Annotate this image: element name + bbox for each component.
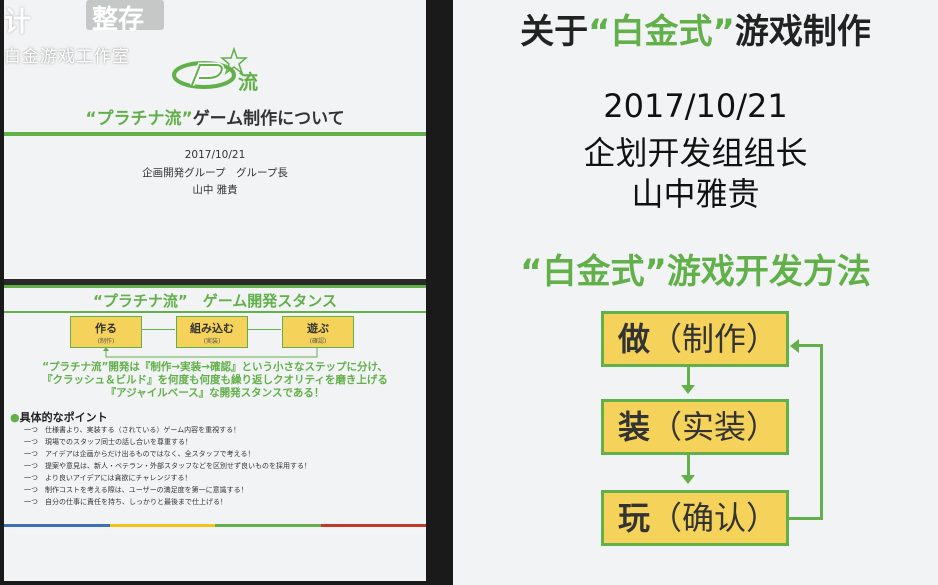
step-sublabel: (確認) [309,338,327,345]
statement-line: “プラチナ流”開発は『制作→実装→確認』という小さなステップに分け、 [42,361,388,373]
arrow-down-icon [687,455,690,475]
right-subtitle: “白金式”游戏开发方法 [520,252,871,292]
slide-bottom-margin [4,533,426,581]
slide-separator [4,279,426,285]
arrow-down-icon [687,367,690,385]
step-sublabel: (実装) [203,338,221,345]
step-label: 作る [95,322,117,335]
watermark-tag-box [86,0,164,30]
point-item: 一つ 現場でのスタッフ同士の話し合いを尊重する！ [24,438,192,446]
divider [4,132,426,136]
watermark-brand: 计 [4,7,31,38]
arrow-down-head-icon [681,385,695,394]
loop-arrow-bottom [789,517,823,520]
step-sublabel: (制作) [97,338,115,345]
arrow-down-head-icon [681,475,695,484]
divider [4,311,426,313]
points-heading: ●具体的なポイント [10,409,108,425]
slide-stance-jp: “プラチナ流” ゲーム開発スタンス 作る (制作) 組み込む (実装) 遊ぶ (… [4,285,426,531]
arrow-right-icon [142,329,175,330]
point-item: 一つ 制作コストを考える際は、ユーザーの満足度を第一に意識する！ [24,486,248,494]
loop-arrow-vertical [820,344,823,520]
step-label: 装 [618,408,651,446]
right-title-post: 游戏制作 [734,12,871,52]
right-date: 2017/10/21 [603,87,788,125]
point-item: 一つ アイデアは企画からだけ出るものではなく、全スタッフで考える！ [24,450,255,458]
right-name: 山中雅贵 [631,175,760,213]
stance-statement: “プラチナ流”開発は『制作→実装→確認』という小さなステップに分け、 『クラッシ… [4,361,426,400]
point-item: 一つ 仕様書より、実装する（されている）ゲーム内容を重視する！ [24,426,241,434]
loop-arrow-icon [103,347,318,358]
slide1-title-quote: “プラチナ流” [85,109,193,129]
stripe-segment [215,524,321,527]
arrow-left-head-icon [790,339,799,353]
step-box-play: 遊ぶ (確認) [282,316,354,348]
point-item: 一つ より良いアイデアには貪欲にチャレンジする！ [24,474,192,482]
platinum-logo: 流 [172,46,258,94]
slide1-name: 山中 雅貴 [192,184,238,196]
stripe-segment [4,524,110,527]
step-box-play: 玩（确认） [601,490,789,546]
step-sublabel: （实装） [650,408,779,446]
points-heading-text: 具体的なポイント [19,411,108,424]
step-sublabel: （确认） [650,499,779,537]
slide1-date: 2017/10/21 [184,149,246,161]
right-title-pre: 关于 [520,12,589,52]
slide2-title: “プラチナ流” ゲーム開発スタンス [93,292,337,310]
right-slide-cn: 关于“白金式”游戏制作 2017/10/21 企划开发组组长 山中雅贵 “白金式… [453,0,938,585]
right-role: 企划开发组组长 [583,134,808,172]
logo-text: 流 [238,70,258,94]
statement-line: 『アジャイルベース』な開発スタンスである！ [105,387,325,399]
step-label: 組み込む [190,322,234,335]
statement-line: 『クラッシュ＆ビルド』を何度も何度も繰り返しクオリティを磨き上げる [42,374,388,386]
loop-arrow-top [798,344,823,347]
color-stripe [4,524,426,527]
point-item: 一つ 自分の仕事に責任を持ち、しっかりと最後まで仕上げる！ [24,498,227,506]
watermark-tag: 整存 [92,5,145,35]
slide1-role: 企画開発グループ グループ長 [142,167,288,179]
point-item: 一つ 提案や意見は、新人・ベテラン・外部スタッフなどを区別せず良いものを採用する… [24,462,311,470]
watermark-studio: 白金游戏工作室 [4,47,130,67]
stripe-segment [320,524,426,527]
divider [4,285,426,288]
step-label: 遊ぶ [307,322,329,335]
slide-title-jp: 流 “プラチナ流”ゲーム制作について 2017/10/21 企画開発グループ グ… [4,0,426,277]
arrow-right-icon [248,329,281,330]
step-label: 做 [618,320,651,358]
stripe-segment [109,524,215,527]
bullet-icon: ● [10,411,20,424]
right-title: 关于“白金式”游戏制作 [453,4,938,53]
watermark: 计 整存 白金游戏工作室 [0,0,170,67]
step-box-implement: 組み込む (実装) [176,316,248,348]
step-box-make: 做（制作） [601,311,789,367]
right-title-quote: “白金式” [588,12,735,52]
step-label: 玩 [618,499,651,537]
step-box-implement: 装（实装） [601,399,789,455]
slide1-title: “プラチナ流”ゲーム制作について [4,104,426,129]
step-sublabel: （制作） [650,320,779,358]
step-box-make: 作る (制作) [70,316,142,348]
left-slides-panel: 流 “プラチナ流”ゲーム制作について 2017/10/21 企画開発グループ グ… [4,0,426,581]
slide1-title-rest: ゲーム制作について [192,109,345,129]
